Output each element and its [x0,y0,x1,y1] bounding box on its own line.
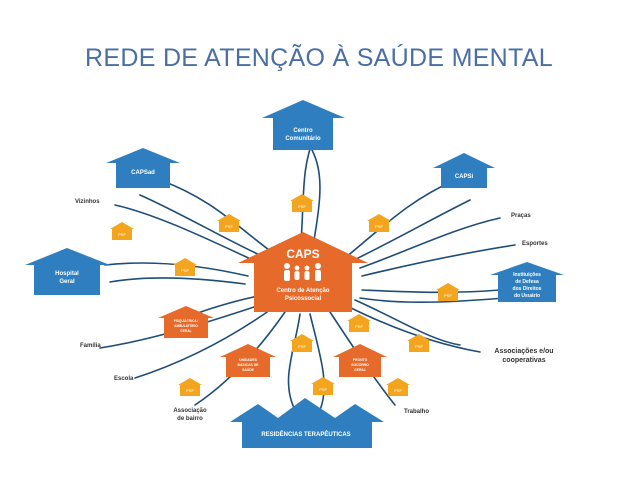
page-title: REDE DE ATENÇÃO À SAÚDE MENTAL [85,44,553,72]
hospital-line-1: Hospital [55,271,79,277]
psf-label: PSF [375,224,383,229]
curve-esportes [361,244,516,277]
blue-house-hospital-geral[interactable]: Hospital Geral [25,248,110,295]
orange-house-unidades-basicas[interactable]: UNIDADES BÁSICAS DE SAÚDE [220,344,276,377]
psf-label: PSF [298,204,306,209]
unidades-line-3: SAÚDE [242,367,255,372]
blue-house-capsad[interactable]: CAPSad [106,148,180,188]
psf-label: PSF [415,344,423,349]
people-family-icon [284,263,321,281]
orange-house-pronto-socorro[interactable]: PRONTO SOCORRO GERAL [333,344,387,377]
residencias-label: RESIDÊNCIAS TERAPÊUTICAS [261,430,350,438]
curve-assoc-coop [344,304,481,353]
psf-label: PSF [118,232,126,237]
psf-house[interactable]: PSF [386,378,410,396]
label-associacao-2: de bairro [177,416,203,422]
curve-capsi [344,179,456,259]
psf-house[interactable]: PSF [217,214,241,232]
caps-house[interactable]: CAPS Centro de Atenção Psicossocial [238,232,368,312]
blue-house-residencias[interactable]: RESIDÊNCIAS TERAPÊUTICAS [230,398,384,448]
psf-house[interactable]: PSF [290,334,314,352]
psf-label: PSF [394,388,402,393]
blue-house-centro-comunitario[interactable]: Centro Comunitário [262,100,345,150]
curve-extra-1 [354,299,461,346]
psf-house[interactable]: PSF [173,258,197,276]
hospital-line-2: Geral [59,279,75,285]
curve-capsad-b [139,194,276,263]
curve-inst-b [359,297,506,303]
capsi-label: CAPSi [455,174,474,180]
caps-subtitle-1: Centro de Atenção [276,288,329,294]
label-esportes: Esportes [522,241,548,247]
pronto-line-1: PRONTO [353,358,368,362]
psf-label: PSF [319,387,327,392]
psf-label: PSF [186,388,194,393]
curve-escola [134,309,271,379]
curve-hospital-b [109,277,246,285]
capsad-label: CAPSad [131,170,155,176]
curve-residencias [287,313,301,411]
label-familia: Família [80,343,101,349]
curve-residencias-b [309,313,325,411]
psf-label: PSF [225,224,233,229]
label-assoc-coop-1: Associações e/ou [494,348,553,355]
curve-vizinhos [114,204,271,269]
blue-house-capsi[interactable]: CAPSi [433,153,495,188]
curve-capsad [159,179,281,259]
psf-label: PSF [444,293,452,298]
label-trabalho: Trabalho [404,409,429,415]
unidades-line-1: UNIDADES [239,358,257,362]
label-escola: Escola [114,376,134,382]
psf-house[interactable]: PSF [347,314,371,332]
psf-house[interactable]: PSF [436,283,460,301]
centro-line-2: Comunitário [285,136,321,142]
centro-line-1: Centro [293,128,313,134]
curve-instituicoes [361,289,501,294]
ambulatorio-line-2: AMBULATÓRIO [174,323,198,328]
psf-house[interactable]: PSF [311,377,335,395]
inst-line-2: de Defesa [515,279,539,285]
inst-line-1: Instituições [513,272,541,278]
label-pracas: Praças [511,213,531,219]
ambulatorio-line-1: PSIQUIÁTRICA / [174,318,199,323]
caps-subtitle-2: Psicossocial [285,296,322,302]
psf-house[interactable]: PSF [407,334,431,352]
unidades-line-2: BÁSICAS DE [238,362,260,367]
psf-house[interactable]: PSF [178,378,202,396]
label-associacao-1: Associação [173,408,207,414]
label-vizinhos: Vizinhos [75,199,100,205]
psf-label: PSF [181,268,189,273]
psf-house[interactable]: PSF [290,194,314,212]
curve-capsi-b [349,199,471,263]
orange-house-ambulatorio[interactable]: PSIQUIÁTRICA / AMBULATÓRIO GERAL [158,306,214,338]
psf-houses: PSF PSF PSF PSF PSF PSF PSF PSF PSF PSF PSF PSF [110,194,460,396]
label-assoc-coop-2: cooperativas [502,357,545,364]
psf-label: PSF [298,344,306,349]
curve-pracas [359,217,501,269]
caps-label: CAPS [286,247,319,261]
ambulatorio-line-3: GERAL [180,329,191,333]
pronto-line-2: SOCORRO [351,363,369,367]
psf-house[interactable]: PSF [110,222,134,240]
psf-house[interactable]: PSF [367,214,391,232]
inst-line-3: dos Direitos [513,286,542,292]
blue-house-instituicoes[interactable]: Instituições de Defesa dos Direitos do U… [490,262,564,302]
psf-label: PSF [355,324,363,329]
inst-line-4: do Usuário [514,293,540,299]
pronto-line-3: GERAL [354,368,366,372]
